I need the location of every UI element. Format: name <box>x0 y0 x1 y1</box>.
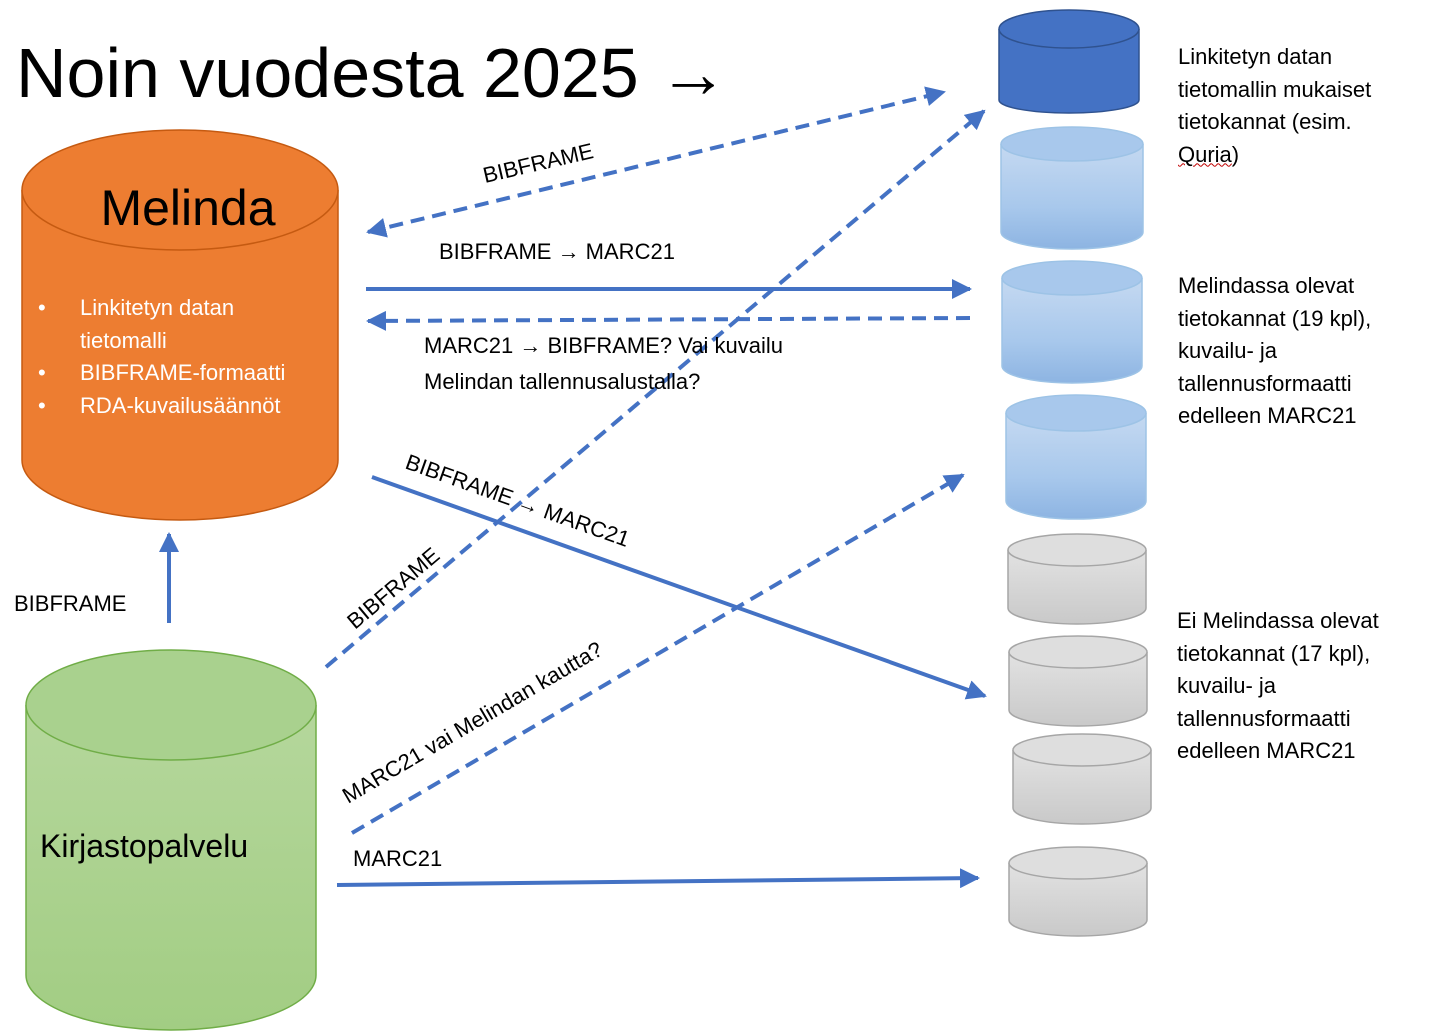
label-linked-data-text: Linkitetyn datan tietomallin mukaiset ti… <box>1178 44 1372 134</box>
arrow-kirjasto-to-blue <box>350 473 965 835</box>
arrow-blue-to-melinda <box>366 310 971 331</box>
melinda-bullet-3: RDA-kuvailusäännöt <box>38 390 285 423</box>
label-kirjasto-to-dark: BIBFRAME <box>342 542 444 633</box>
melinda-database-2 <box>1001 260 1143 384</box>
other-database-2 <box>1008 635 1148 727</box>
kirjastopalvelu-name: Kirjastopalvelu <box>40 828 248 864</box>
kirjastopalvelu-database: Kirjastopalvelu <box>25 649 317 1031</box>
label-blue-to-melinda-line1: MARC21 → BIBFRAME? Vai kuvailu <box>424 333 783 358</box>
label-kirjasto-to-gray: MARC21 <box>353 846 442 871</box>
label-melinda-dark-bidirectional: BIBFRAME <box>481 138 596 188</box>
label-linked-data-example: Quria <box>1178 141 1232 167</box>
label-linked-data-suffix: ) <box>1231 141 1240 167</box>
page-title: Noin vuodesta 2025 → <box>16 34 729 112</box>
arrow-kirjasto-to-gray <box>336 868 980 889</box>
label-melinda-to-blue: BIBFRAME → MARC21 <box>439 239 675 264</box>
label-kirjasto-to-melinda: BIBFRAME <box>14 591 126 616</box>
melinda-database-1 <box>1000 126 1144 250</box>
other-database-4 <box>1008 846 1148 937</box>
melinda-database-3 <box>1005 394 1147 520</box>
other-database-1 <box>1007 533 1147 625</box>
arrow-melinda-to-gray <box>371 475 987 700</box>
melinda-name: Melinda <box>100 180 275 236</box>
melinda-bullet-2: BIBFRAME-formaatti <box>38 357 285 390</box>
label-linked-data-databases: Linkitetyn datan tietomallin mukaiset ti… <box>1178 41 1413 171</box>
label-other-databases: Ei Melindassa olevat tietokannat (17 kpl… <box>1177 608 1379 763</box>
other-database-3 <box>1012 733 1152 825</box>
linked-data-database <box>998 9 1140 114</box>
melinda-bullet-list: Linkitetyn datan tietomalli BIBFRAME-for… <box>38 292 285 422</box>
label-melinda-databases: Melindassa olevat tietokannat (19 kpl), … <box>1178 273 1372 428</box>
label-kirjasto-to-blue: MARC21 vai Melindan kautta? <box>338 636 607 808</box>
arrow-melinda-dark-bidirectional <box>366 86 946 238</box>
label-blue-to-melinda-line2: Melindan tallennusalustalla? <box>424 369 700 394</box>
melinda-bullet-1: Linkitetyn datan tietomalli <box>38 292 270 357</box>
arrow-kirjasto-to-dark <box>324 109 986 669</box>
